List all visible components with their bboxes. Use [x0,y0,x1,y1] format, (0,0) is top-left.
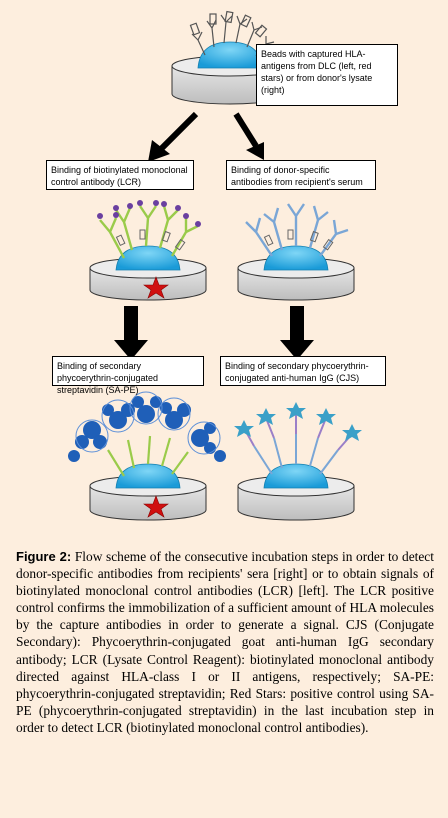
flow-scheme-diagram [68,10,362,521]
cjs-binding-label: Binding of secondary phycoerythrin-conju… [220,356,386,386]
middle-left-bead [115,245,181,271]
top-capture-antigens [189,10,275,57]
sape-complex-left [107,435,189,477]
caption-label: Figure 2: [16,549,72,564]
pe-stars-right [234,402,362,441]
pe-cluster-halo [75,391,221,455]
lcr-binding-label-text: Binding of biotinylated monoclonal contr… [51,165,188,187]
red-star-icon [143,276,169,299]
down-arrow-right [233,112,264,160]
lcr-antigens [115,229,186,251]
middle-right-bead [263,245,329,271]
cjs-complex [243,412,353,475]
top-bead [197,41,263,69]
down-arrow-middle-left [114,306,148,360]
figure-caption: Figure 2: Flow scheme of the consecutive… [16,548,434,736]
serum-antibodies [245,203,349,257]
serum-binding-label-text: Binding of donor-specific antibodies fro… [231,165,363,187]
sape-binding-label-text: Binding of secondary phycoerythrin-conju… [57,361,159,395]
serum-binding-label: Binding of donor-specific antibodies fro… [226,160,376,190]
down-arrow-middle-right [280,306,314,360]
red-star-icon [143,495,169,518]
sape-binding-label: Binding of secondary phycoerythrin-conju… [52,356,204,395]
beads-label: Beads with captured HLA-antigens from DL… [256,44,398,106]
cjs-binding-label-text: Binding of secondary phycoerythrin-conju… [225,361,369,383]
lcr-antibodies [99,205,199,259]
caption-text: Flow scheme of the consecutive incubatio… [16,549,434,735]
serum-antigens [263,229,334,251]
biotin-labels [97,200,201,227]
down-arrow-left [148,111,199,162]
lcr-binding-label: Binding of biotinylated monoclonal contr… [46,160,194,190]
bottom-left-bead [115,463,181,489]
beads-label-text: Beads with captured HLA-antigens from DL… [261,49,373,95]
bottom-right-bead [263,463,329,489]
